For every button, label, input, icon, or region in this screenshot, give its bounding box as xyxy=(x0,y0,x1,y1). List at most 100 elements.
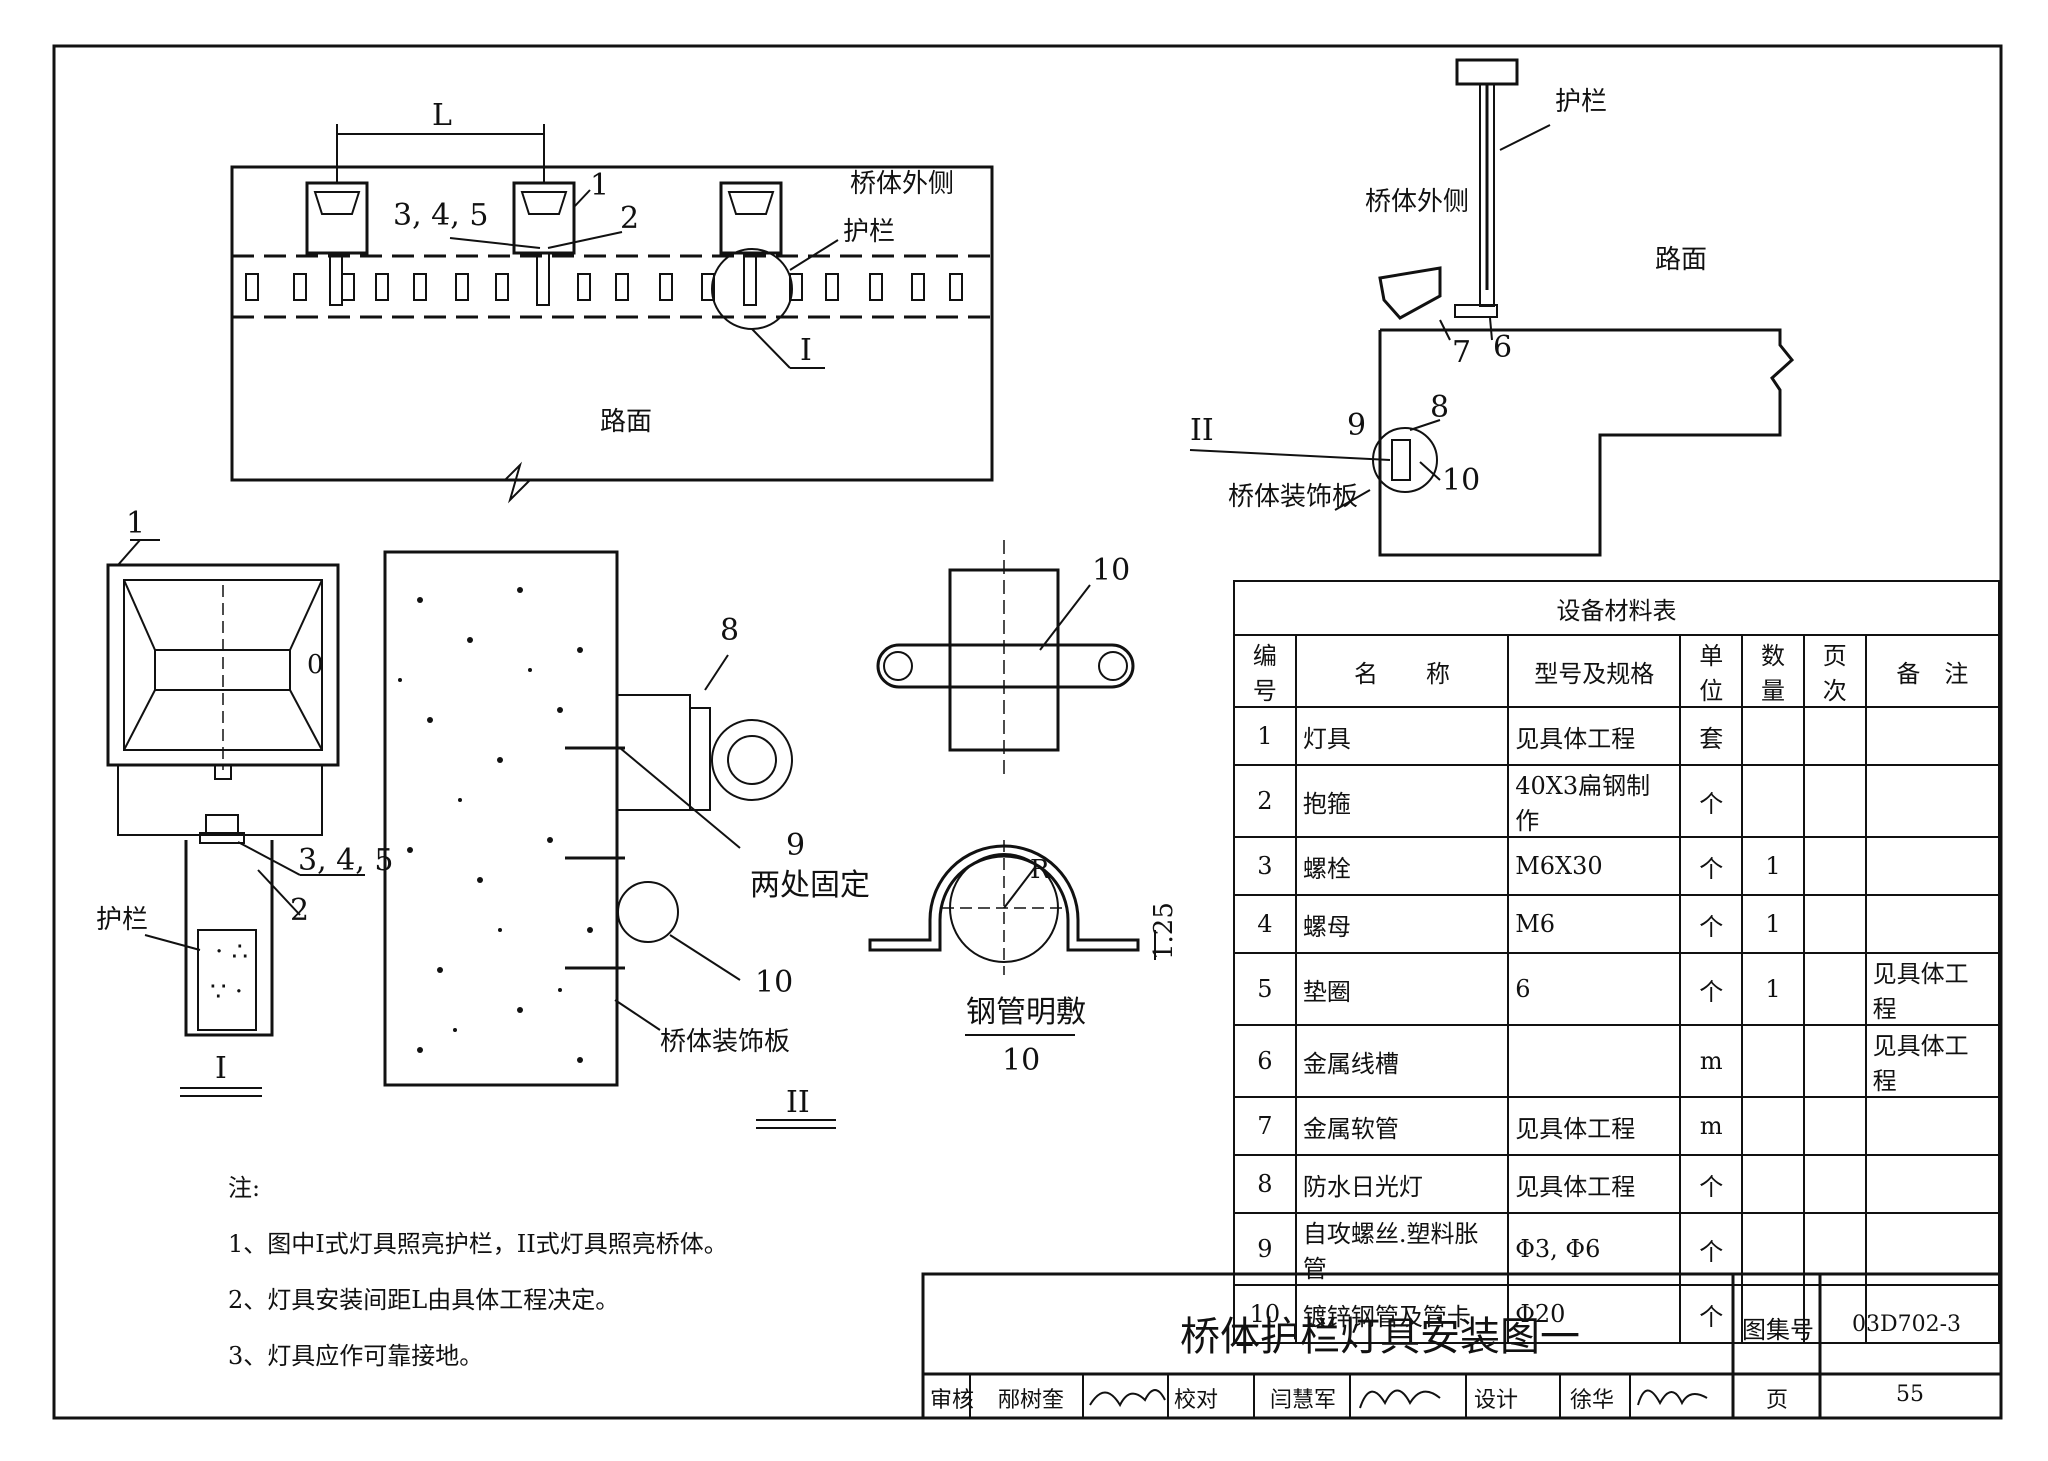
table-cell: m xyxy=(1679,1024,1744,1098)
table-cell xyxy=(1802,894,1867,954)
concrete-dot: · ∴ xyxy=(215,937,248,967)
material-table-title: 设备材料表 xyxy=(1233,580,2000,636)
table-cell: 个 xyxy=(1679,894,1744,954)
pipe-detail: 10 R 1.25 钢管明敷 10 xyxy=(868,540,1179,1078)
check-label: 校对 xyxy=(1174,1388,1219,1413)
table-cell: 5 xyxy=(1233,952,1297,1026)
col-header: 名 称 xyxy=(1294,634,1510,708)
table-cell: 金属线槽 xyxy=(1294,1024,1510,1098)
table-cell xyxy=(1802,1096,1867,1156)
plan-callout: 2 xyxy=(620,201,639,236)
table-cell: 金属软管 xyxy=(1294,1096,1510,1156)
table-cell xyxy=(1864,1212,2001,1286)
table-cell: 套 xyxy=(1679,706,1744,766)
detailII-callout-10: 10 xyxy=(755,965,793,1000)
table-cell xyxy=(1507,1024,1682,1098)
drawing-title: 桥体护栏灯具安装图一 xyxy=(1180,1314,1580,1360)
table-cell: 抱箍 xyxy=(1294,764,1510,838)
table-cell xyxy=(1741,1096,1805,1156)
col-header: 备 注 xyxy=(1864,634,2001,708)
table-cell xyxy=(1741,1024,1805,1098)
table-cell: 40X3扁钢制作 xyxy=(1507,764,1682,838)
plan-guardrail-label: 护栏 xyxy=(843,217,895,247)
table-cell: 1 xyxy=(1741,894,1805,954)
pipe-detail-title: 钢管明敷 xyxy=(966,995,1086,1030)
note-item: 3、灯具应作可靠接地。 xyxy=(228,1342,484,1370)
table-cell xyxy=(1741,764,1805,838)
table-cell xyxy=(1802,1024,1867,1098)
fixture-o-mark: 0 xyxy=(307,650,324,680)
detailI-title: I xyxy=(215,1051,227,1086)
table-cell xyxy=(1741,1212,1805,1286)
plan-dim-L: L xyxy=(432,98,452,133)
table-cell xyxy=(1864,836,2001,896)
section-callout: 7 xyxy=(1452,335,1471,370)
section-view: 护栏 桥体外侧 路面 II 桥体装饰板 6 7 8 9 10 xyxy=(1189,58,1795,557)
section-callout: 6 xyxy=(1493,330,1512,365)
table-cell: 见具体工程 xyxy=(1507,706,1682,766)
table-cell: 4 xyxy=(1233,894,1297,954)
detailII-callout-8: 8 xyxy=(720,613,739,648)
table-cell xyxy=(1864,764,2001,838)
material-table-header: 编号 名 称 型号及规格 单位 数量 页次 备 注 xyxy=(1233,634,2001,708)
table-cell xyxy=(1864,894,2001,954)
section-road-label: 路面 xyxy=(1655,245,1707,275)
table-cell: 见具体工程 xyxy=(1864,952,2001,1026)
table-cell: 个 xyxy=(1679,836,1744,896)
table-cell xyxy=(1864,706,2001,766)
table-cell: 灯具 xyxy=(1294,706,1510,766)
table-cell: 见具体工程 xyxy=(1507,1096,1682,1156)
reviewer-name: 邴树奎 xyxy=(998,1388,1065,1413)
col-header: 页次 xyxy=(1802,634,1867,708)
detailII-fix-label: 两处固定 xyxy=(750,868,870,903)
plan-fixture xyxy=(305,181,369,306)
table-cell xyxy=(1802,1212,1867,1286)
detailI-callout-1: 1 xyxy=(126,506,145,541)
table-cell xyxy=(1802,836,1867,896)
table-cell: M6 xyxy=(1507,894,1682,954)
notes-heading: 注: xyxy=(228,1174,261,1202)
note-item: 2、灯具安装间距L由具体工程决定。 xyxy=(228,1286,620,1314)
table-cell: 螺母 xyxy=(1294,894,1510,954)
atlas-label: 图集号 xyxy=(1742,1316,1814,1344)
col-header: 编号 xyxy=(1233,634,1297,708)
table-cell xyxy=(1802,706,1867,766)
review-label: 审核 xyxy=(930,1388,975,1413)
plan-callout: 3, 4, 5 xyxy=(393,198,488,233)
table-cell: 7 xyxy=(1233,1096,1297,1156)
table-cell: 个 xyxy=(1679,764,1744,838)
detailII-deco-label: 桥体装饰板 xyxy=(660,1027,790,1057)
table-cell: 防水日光灯 xyxy=(1294,1154,1510,1214)
concrete-dot: ∵ · xyxy=(210,977,243,1007)
section-callout: 9 xyxy=(1347,408,1366,443)
table-cell: 1 xyxy=(1741,836,1805,896)
table-cell: 见具体工程 xyxy=(1507,1154,1682,1214)
table-cell: 9 xyxy=(1233,1212,1297,1286)
table-cell: 个 xyxy=(1679,1212,1744,1286)
table-cell xyxy=(1864,1096,2001,1156)
section-guardrail-label: 护栏 xyxy=(1555,87,1607,117)
page-number: 55 xyxy=(1896,1382,1924,1407)
checker-name: 闫慧军 xyxy=(1270,1388,1337,1413)
section-II-label: II xyxy=(1190,413,1214,448)
col-header: 数量 xyxy=(1741,634,1805,708)
table-cell xyxy=(1741,706,1805,766)
detail-II: 8 9 两处固定 10 桥体装饰板 II xyxy=(383,550,870,1129)
plan-view: L 桥体外侧 护栏 路面 I 1 2 3, 4, 5 xyxy=(230,98,994,504)
table-cell: 1 xyxy=(1233,706,1297,766)
col-header: 单位 xyxy=(1679,634,1744,708)
table-cell: Φ3, Φ6 xyxy=(1507,1212,1682,1286)
table-cell: m xyxy=(1679,1096,1744,1156)
detailII-callout-9: 9 xyxy=(786,828,805,863)
table-cell: 个 xyxy=(1679,1284,1744,1344)
plan-road-label: 路面 xyxy=(600,407,652,437)
table-cell: 螺栓 xyxy=(1294,836,1510,896)
section-callout: 8 xyxy=(1430,390,1449,425)
